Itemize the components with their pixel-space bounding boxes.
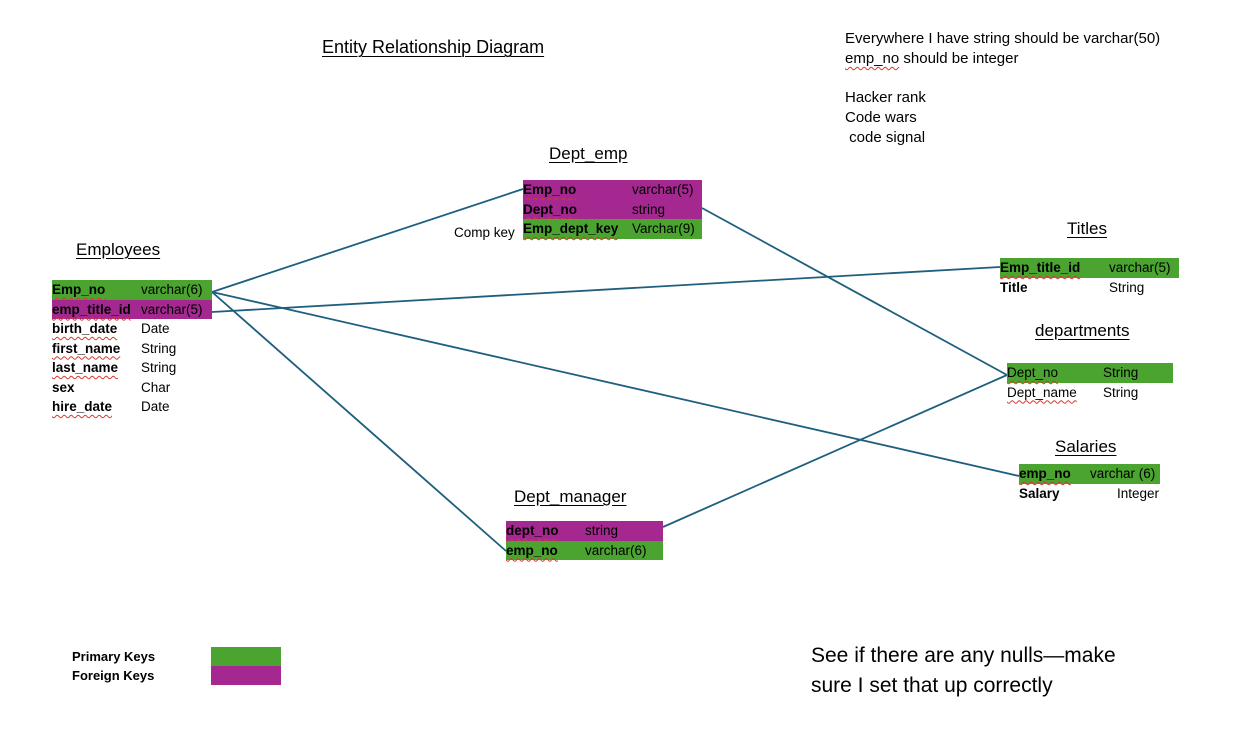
table-row: hire_date Date (52, 397, 212, 417)
employees-title: Employees (76, 240, 161, 259)
table-row: emp_no varchar(6) (506, 540, 663, 560)
bottom-note-line-1: See if there are any nulls—make (811, 644, 1116, 667)
diagram-title: Entity Relationship Diagram (322, 37, 545, 57)
table-row: first_name String (52, 339, 212, 359)
dept-emp-table: Emp_no varchar(5) Dept_no string Emp_dept_… (523, 180, 702, 239)
field-name: Dept_no (523, 201, 577, 217)
field-name: Salary (1019, 485, 1060, 501)
salaries-title: Salaries (1055, 437, 1117, 456)
note-line-2: emp_no should be integer (845, 49, 1018, 69)
field-type: String (1103, 384, 1139, 400)
field-type: String (1103, 365, 1139, 380)
field-name: birth_date (52, 321, 118, 336)
field-name: dept_no (506, 523, 559, 538)
link-dept-emp-departments (701, 207, 1008, 376)
field-name: emp_no (506, 542, 558, 558)
field-type: Integer (1117, 485, 1160, 501)
field-type: varchar(5) (141, 301, 203, 317)
field-type: varchar(5) (1109, 260, 1171, 275)
table-row: Emp_no varchar(6) (52, 280, 212, 300)
field-type: String (1109, 279, 1145, 295)
legend-primary-swatch (211, 647, 281, 666)
field-type: varchar(6) (585, 542, 647, 558)
field-name: emp_no (1019, 466, 1071, 481)
table-row: last_name String (52, 358, 212, 378)
field-type: Date (141, 399, 170, 414)
field-name: Emp_dept_key (523, 221, 619, 236)
field-name: Emp_no (52, 282, 106, 297)
field-type: string (632, 201, 666, 217)
departments-title: departments (1035, 321, 1130, 340)
field-type: Date (141, 321, 170, 336)
link-employees-dept-emp (211, 188, 524, 293)
note-line-2-word: emp_no (845, 50, 900, 67)
field-name: Emp_no (523, 182, 577, 197)
table-row: Dept_name String (1007, 383, 1173, 403)
note-line-1: Everywhere I have string should be varch… (845, 30, 1161, 47)
field-type: string (585, 523, 619, 538)
table-row: emp_title_id varchar(5) (52, 299, 212, 319)
note-line-2-rest: should be integer (899, 50, 1019, 67)
link-employees-titles (211, 266, 1001, 313)
table-row: Emp_no varchar(5) (523, 180, 702, 200)
table-row: Emp_dept_key Varchar(9) (523, 219, 702, 239)
titles-table: Emp_title_id varchar(5) Title String (1000, 258, 1179, 297)
table-row: sex Char (52, 378, 212, 398)
field-name: last_name (52, 360, 119, 375)
legend-primary-label: Primary Keys (72, 649, 156, 664)
field-name: sex (52, 379, 75, 395)
table-row: birth_date Date (52, 319, 212, 339)
field-type: String (141, 360, 177, 375)
dept-manager-table: dept_no string emp_no varchar(6) (506, 521, 663, 560)
field-name: Emp_title_id (1000, 260, 1081, 275)
link-employees-dept-manager (211, 291, 507, 552)
salaries-table: emp_no varchar (6) Salary Integer (1019, 464, 1160, 503)
field-type: varchar(5) (632, 182, 694, 197)
comp-key-label: Comp key (454, 225, 515, 240)
link-employees-salaries (211, 291, 1020, 477)
field-type: Varchar(9) (632, 221, 695, 236)
dept-emp-title: Dept_emp (549, 144, 628, 163)
field-type: Char (141, 379, 171, 395)
field-type: varchar (6) (1090, 466, 1156, 481)
note-line-4: Code wars (845, 109, 917, 126)
field-name: Dept_name (1007, 384, 1077, 400)
link-dept-manager-departments (662, 374, 1008, 528)
table-row: Salary Integer (1019, 484, 1160, 504)
legend-foreign-swatch (211, 666, 281, 685)
field-name: first_name (52, 340, 121, 356)
field-type: String (141, 340, 177, 356)
field-name: Title (1000, 279, 1028, 295)
bottom-note-line-2: sure I set that up correctly (811, 674, 1053, 697)
field-name: emp_title_id (52, 301, 131, 317)
field-name: hire_date (52, 399, 113, 414)
table-row: Dept_no string (523, 199, 702, 219)
dept-manager-title: Dept_manager (514, 487, 627, 506)
field-name: Dept_no (1007, 365, 1059, 380)
legend-foreign-label: Foreign Keys (72, 668, 155, 683)
table-row: Dept_no String (1007, 363, 1173, 383)
titles-title: Titles (1067, 219, 1107, 238)
table-row: Emp_title_id varchar(5) (1000, 258, 1179, 278)
note-line-3: Hacker rank (845, 89, 926, 106)
field-type: varchar(6) (141, 282, 203, 297)
table-row: emp_no varchar (6) (1019, 464, 1160, 484)
note-line-5: code signal (845, 129, 926, 146)
table-row: dept_no string (506, 521, 663, 541)
table-row: Title String (1000, 278, 1179, 298)
